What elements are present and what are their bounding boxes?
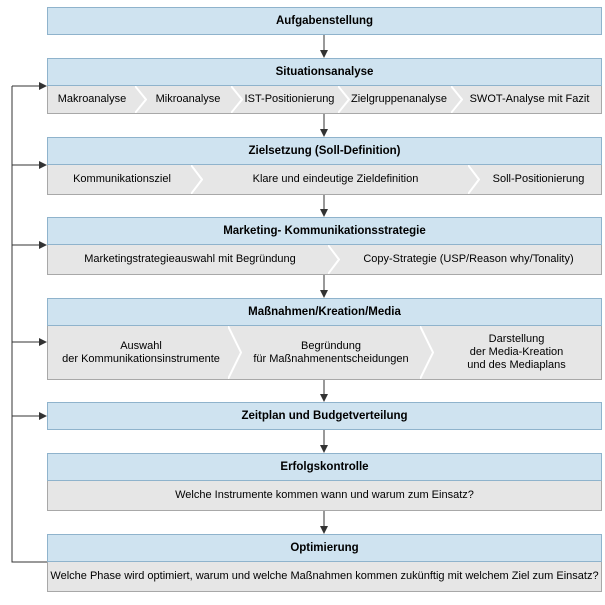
step-aufgabenstellung-header: Aufgabenstellung — [47, 7, 602, 35]
chevron-divider — [228, 326, 242, 379]
item-zielgruppenanalyse: Zielgruppenanalyse — [350, 93, 447, 105]
item-copy-strategie: Copy-Strategie (USP/Reason why/Tonality) — [363, 253, 574, 265]
step-situationsanalyse-row: Makroanalyse Mikroanalyse IST-Positionie… — [47, 86, 602, 114]
item-optimierung-frage: Welche Phase wird optimiert, warum und w… — [50, 570, 599, 582]
item-zieldefinition: Klare und eindeutige Zieldefinition — [252, 173, 419, 185]
chevron-divider — [468, 165, 480, 194]
step-strategie-row: Marketingstrategieauswahl mit Begründung… — [47, 245, 602, 275]
item-auswahl-instrumente: Auswahl der Kommunikationsinstrumente — [62, 339, 220, 365]
step-massnahmen-header: Maßnahmen/Kreation/Media — [47, 298, 602, 326]
step-optimierung-header: Optimierung — [47, 534, 602, 562]
chevron-divider — [328, 245, 340, 274]
step-erfolgskontrolle-row: Welche Instrumente kommen wann und warum… — [47, 481, 602, 511]
step-erfolgskontrolle-header: Erfolgskontrolle — [47, 453, 602, 481]
step-zeitplan-header: Zeitplan und Budgetverteilung — [47, 402, 602, 430]
item-erfolgskontrolle-frage: Welche Instrumente kommen wann und warum… — [175, 489, 474, 501]
item-darstellung-media: Darstellung der Media-Kreation und des M… — [467, 333, 566, 371]
item-soll-positionierung: Soll-Positionierung — [492, 173, 585, 185]
item-swot-analyse: SWOT-Analyse mit Fazit — [469, 93, 590, 105]
chevron-divider — [231, 86, 243, 113]
step-zielsetzung-header: Zielsetzung (Soll-Definition) — [47, 137, 602, 165]
chevron-divider — [191, 165, 203, 194]
chevron-divider — [338, 86, 350, 113]
feedback-line — [11, 86, 47, 563]
item-kommunikationsziel: Kommunikationsziel — [73, 173, 171, 185]
step-zielsetzung-row: Kommunikationsziel Klare und eindeutige … — [47, 165, 602, 195]
step-strategie-header: Marketing- Kommunikationsstrategie — [47, 217, 602, 245]
item-marketingstrategieauswahl: Marketingstrategieauswahl mit Begründung — [84, 253, 296, 265]
chevron-divider — [420, 326, 434, 379]
step-massnahmen-row: Auswahl der Kommunikationsinstrumente Be… — [47, 326, 602, 380]
step-situationsanalyse-header: Situationsanalyse — [47, 58, 602, 86]
step-optimierung-row: Welche Phase wird optimiert, warum und w… — [47, 562, 602, 592]
item-makroanalyse: Makroanalyse — [57, 93, 127, 105]
chevron-divider — [135, 86, 147, 113]
item-begruendung: Begründung für Maßnahmenentscheidungen — [253, 339, 409, 365]
item-ist-positionierung: IST-Positionierung — [244, 93, 335, 105]
chevron-divider — [451, 86, 463, 113]
item-mikroanalyse: Mikroanalyse — [155, 93, 221, 105]
